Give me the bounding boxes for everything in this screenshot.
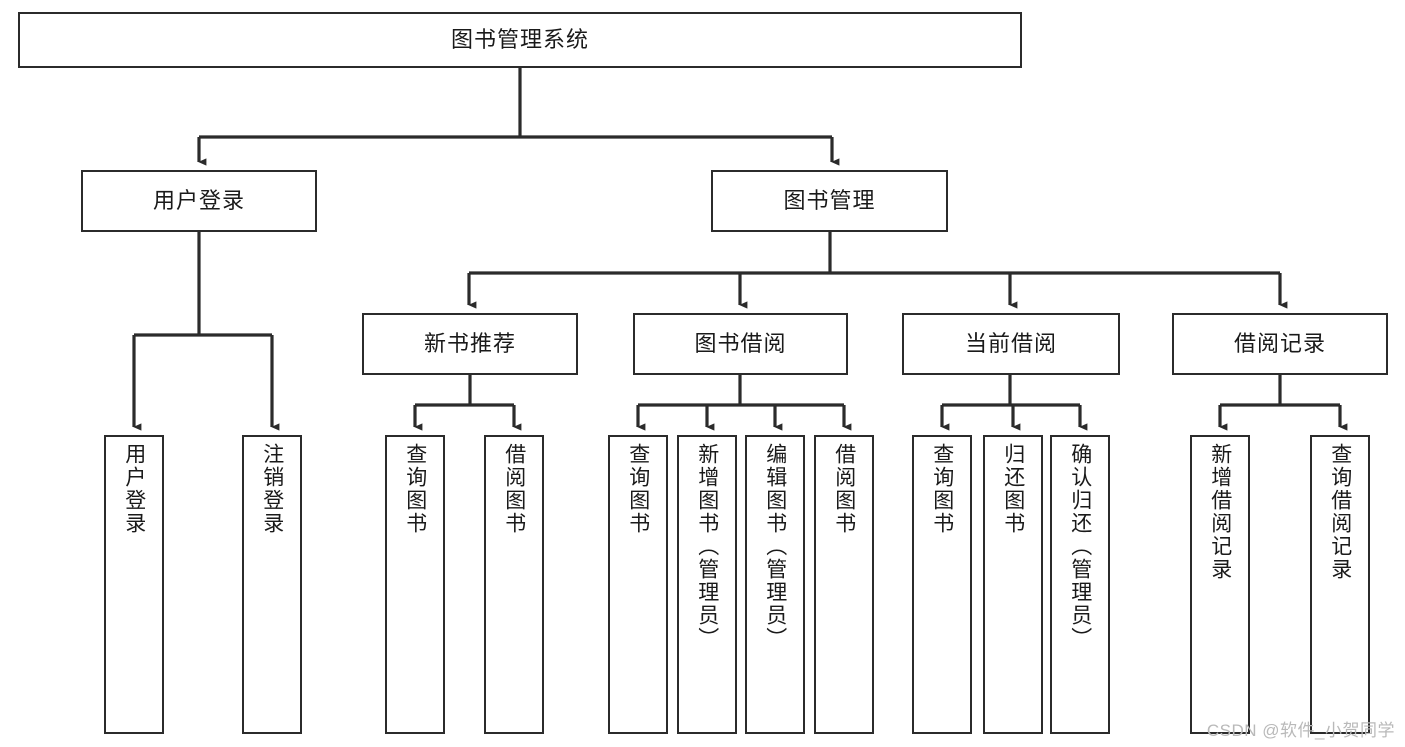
node-borrow-record-label: 借阅记录: [1233, 330, 1326, 356]
node-leaf-edit-book-admin[interactable]: 编辑图书（管理员）: [745, 435, 805, 734]
node-leaf-borrow-book-recommend[interactable]: 借阅图书: [484, 435, 544, 734]
node-leaf-borrow-book[interactable]: 借阅图书: [814, 435, 874, 734]
node-book-borrow-label: 图书借阅: [694, 330, 787, 356]
node-leaf-borrow-book-recommend-label: 借阅图书: [502, 443, 526, 535]
node-leaf-user-login[interactable]: 用户登录: [104, 435, 164, 734]
node-new-book-recommend-label: 新书推荐: [423, 330, 516, 356]
node-leaf-user-logout-label: 注销登录: [260, 443, 284, 535]
node-leaf-query-book-current[interactable]: 查询图书: [912, 435, 972, 734]
node-leaf-query-book-borrow-label: 查询图书: [626, 443, 650, 535]
node-leaf-borrow-book-label: 借阅图书: [832, 443, 856, 535]
node-leaf-edit-book-admin-label: 编辑图书（管理员）: [763, 443, 787, 650]
node-leaf-confirm-return-admin-label: 确认归还（管理员）: [1068, 443, 1092, 650]
node-leaf-add-borrow-record[interactable]: 新增借阅记录: [1190, 435, 1250, 734]
node-user-login[interactable]: 用户登录: [81, 170, 317, 232]
node-root-label: 图书管理系统: [450, 26, 589, 52]
node-leaf-query-book-recommend-label: 查询图书: [403, 443, 427, 535]
node-book-manage[interactable]: 图书管理: [711, 170, 948, 232]
node-book-borrow[interactable]: 图书借阅: [633, 313, 848, 375]
node-leaf-confirm-return-admin[interactable]: 确认归还（管理员）: [1050, 435, 1110, 734]
node-leaf-add-book-admin-label: 新增图书（管理员）: [695, 443, 719, 650]
node-leaf-add-borrow-record-label: 新增借阅记录: [1208, 443, 1232, 581]
node-borrow-record[interactable]: 借阅记录: [1172, 313, 1388, 375]
node-book-manage-label: 图书管理: [783, 187, 876, 213]
watermark-text: CSDN @软件_小贺同学: [1206, 721, 1395, 740]
node-leaf-user-login-label: 用户登录: [122, 443, 146, 535]
node-leaf-query-borrow-record-label: 查询借阅记录: [1328, 443, 1352, 581]
node-leaf-add-book-admin[interactable]: 新增图书（管理员）: [677, 435, 737, 734]
node-leaf-return-book-label: 归还图书: [1001, 443, 1025, 535]
node-leaf-return-book[interactable]: 归还图书: [983, 435, 1043, 734]
node-current-borrow[interactable]: 当前借阅: [902, 313, 1120, 375]
node-leaf-user-logout[interactable]: 注销登录: [242, 435, 302, 734]
node-root[interactable]: 图书管理系统: [18, 12, 1022, 68]
node-leaf-query-borrow-record[interactable]: 查询借阅记录: [1310, 435, 1370, 734]
node-current-borrow-label: 当前借阅: [964, 330, 1057, 356]
node-new-book-recommend[interactable]: 新书推荐: [362, 313, 578, 375]
node-leaf-query-book-recommend[interactable]: 查询图书: [385, 435, 445, 734]
node-leaf-query-book-borrow[interactable]: 查询图书: [608, 435, 668, 734]
node-user-login-label: 用户登录: [152, 187, 245, 213]
node-leaf-query-book-current-label: 查询图书: [930, 443, 954, 535]
